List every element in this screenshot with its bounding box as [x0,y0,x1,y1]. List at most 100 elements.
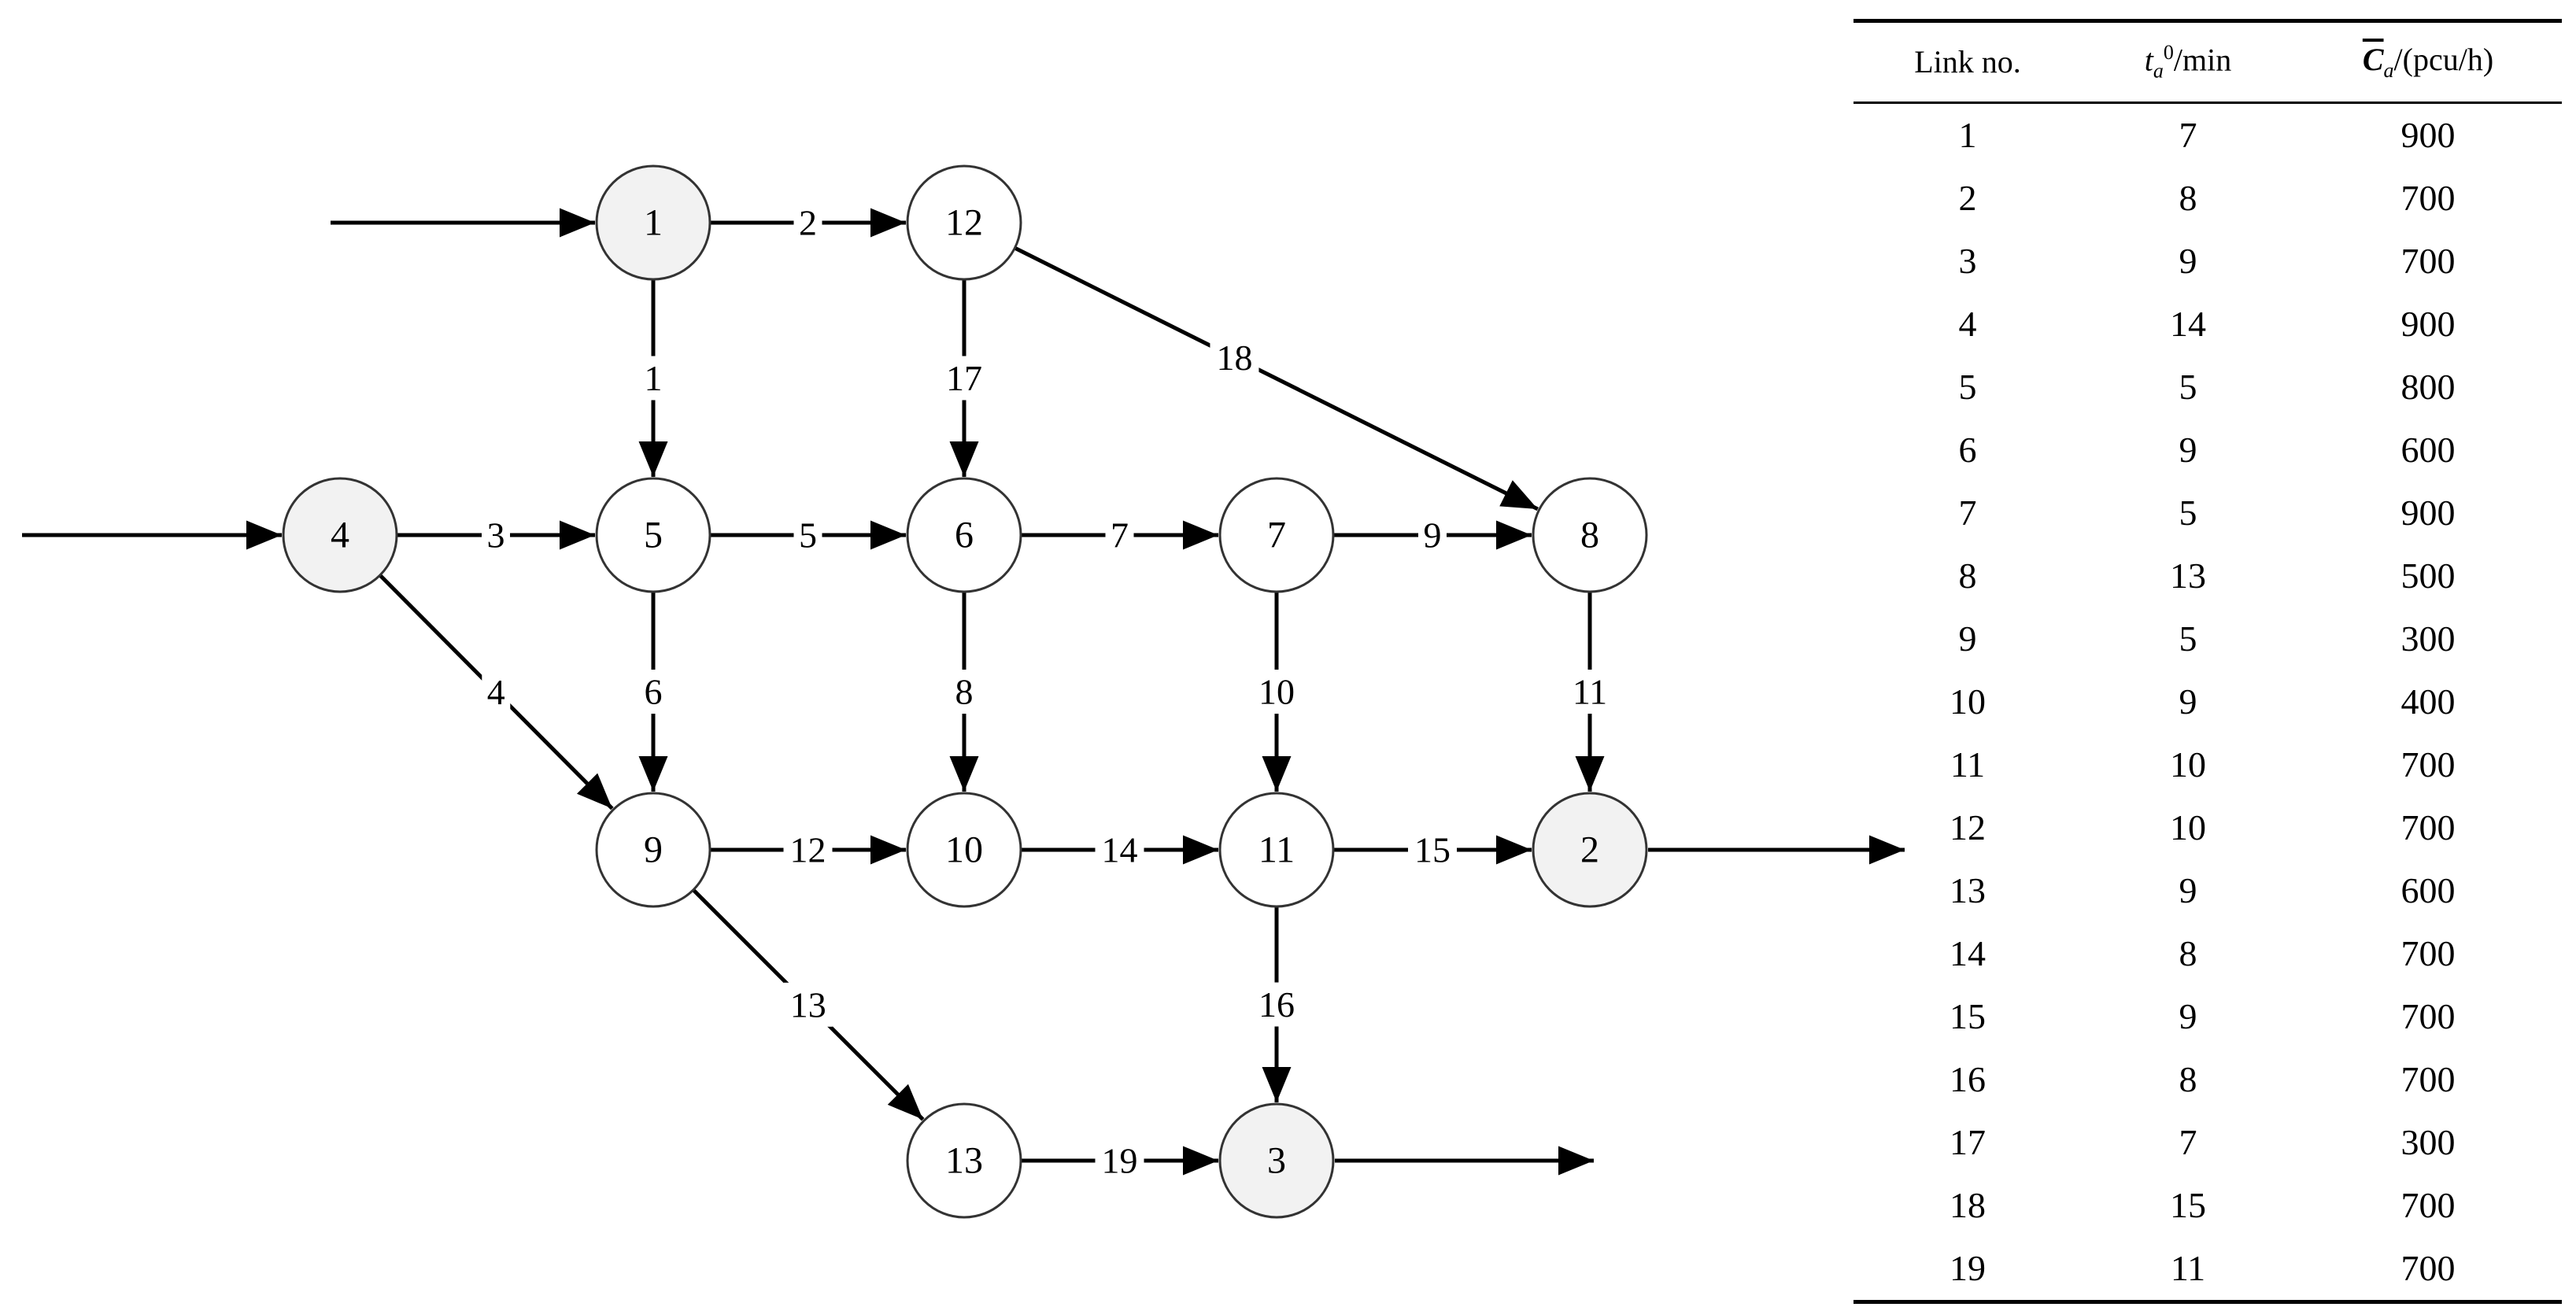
link-16: 16 [1252,906,1301,1102]
node-label: 9 [644,829,663,871]
link-label: 16 [1258,984,1295,1025]
node-circle [1532,477,1648,593]
link-label: 15 [1414,830,1451,870]
node-label: 4 [331,515,349,556]
node-circle [906,1102,1022,1219]
free-flow-time-cell: 9 [2179,870,2197,910]
free-flow-time-cell: 5 [2179,618,2197,659]
capacity-cell: 700 [2400,1248,2456,1288]
link-no-cell: 16 [1950,1059,1986,1099]
link-line-18 [1014,246,1539,511]
link-label: 5 [799,515,817,556]
node-10: 10 [906,792,1022,908]
link-label-bg [1565,670,1614,714]
link-no-cell: 5 [1958,367,1977,407]
link-label-bg [1210,335,1259,380]
link-label: 17 [946,358,982,398]
link-label: 9 [1424,515,1442,556]
free-flow-time-cell: 9 [2179,996,2197,1036]
capacity-cell: 700 [2400,241,2456,281]
link-no-cell: 13 [1950,870,1986,910]
link-label-bg [940,356,989,401]
link-no-cell: 12 [1950,807,1986,847]
link-label: 10 [1258,672,1295,712]
free-flow-time-cell: 5 [2179,493,2197,533]
link-4: 4 [379,574,614,810]
link-17: 17 [940,279,989,477]
link-label-bg [1252,982,1301,1027]
capacity-cell: 600 [2400,430,2456,470]
link-label: 3 [487,515,505,556]
header-capacity: Ca/(pcu/h) [2294,41,2562,81]
node-label: 2 [1580,829,1599,871]
free-flow-time-cell: 8 [2179,1059,2197,1099]
link-no-cell: 17 [1950,1122,1986,1162]
table-bottom-rule [1853,1300,2562,1304]
link-label: 13 [790,984,826,1025]
link-6: 6 [638,592,668,792]
link-14: 14 [1021,828,1218,872]
node-label: 10 [945,829,983,871]
link-10: 10 [1252,592,1301,792]
link-no-cell: 14 [1950,933,1986,973]
node-8: 8 [1532,477,1648,593]
node-circle [595,477,711,593]
free-flow-time-cell: 15 [2170,1185,2206,1225]
node-circle [1532,792,1648,908]
link-label: 4 [487,672,505,712]
link-9: 9 [1333,513,1532,557]
link-12: 12 [710,828,906,872]
capacity-cell: 300 [2400,618,2456,659]
link-label-bg [1252,670,1301,714]
link-label-bg [783,982,833,1027]
link-19: 19 [1021,1139,1218,1183]
link-18: 18 [1014,246,1539,511]
time-symbol: t [2144,42,2153,78]
free-flow-time-cell: 9 [2179,430,2197,470]
table-row: 3 9 700 [1853,230,2562,293]
node-circle [1218,477,1335,593]
link-label: 19 [1102,1141,1138,1181]
node-label: 8 [1580,515,1599,556]
link-label-bg [639,356,667,401]
link-7: 7 [1021,513,1218,557]
table-header-rule [1853,102,2562,104]
link-label: 12 [790,830,826,870]
free-flow-time-cell: 9 [2179,241,2197,281]
node-circle [595,792,711,908]
link-label-bg [793,201,822,245]
link-no-cell: 11 [1950,744,1986,785]
node-1: 1 [595,164,711,281]
link-15: 15 [1333,828,1532,872]
free-flow-time-cell: 7 [2179,115,2197,155]
capacity-cell: 500 [2400,556,2456,596]
node-5: 5 [595,477,711,593]
link-label-bg [482,513,510,557]
link-no-cell: 3 [1958,241,1977,281]
link-label: 11 [1573,672,1607,712]
node-label: 13 [945,1140,983,1182]
node-label: 5 [644,515,663,556]
capacity-cell: 700 [2400,178,2456,218]
link-no-cell: 1 [1958,115,1977,155]
capacity-cell: 700 [2400,996,2456,1036]
node-circle [1218,1102,1335,1219]
link-no-cell: 4 [1958,304,1977,344]
link-label: 14 [1102,830,1138,870]
link-2: 2 [710,201,906,245]
capacity-symbol: C [2362,41,2384,77]
link-8: 8 [949,592,979,792]
capacity-cell: 700 [2400,1059,2456,1099]
